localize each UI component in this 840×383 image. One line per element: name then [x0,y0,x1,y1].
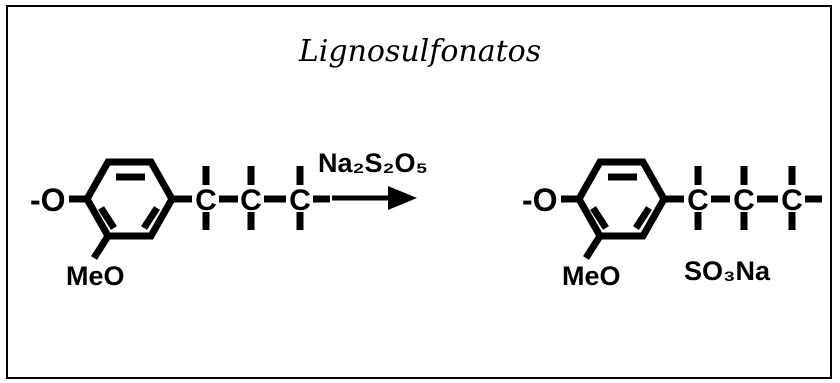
reactant-carbon-label: C [240,184,262,217]
reactant-ether-label: -O [30,182,66,218]
product-ring-double-bond [633,206,652,230]
product-ring-double-bond [590,206,609,230]
reagent-label: Na₂S₂O₅ [318,148,428,178]
diagram-title: Lignosulfonatos [298,34,542,69]
reactant-carbon-label: C [289,184,311,217]
product-methoxy-bond [583,234,603,260]
reaction-arrow-group: Na₂S₂O₅ [318,148,428,210]
reactant-ring-double-bond [98,206,117,230]
reaction-arrow-head [388,186,417,210]
reactant-methoxy-label: MeO [66,261,125,291]
product-methoxy-label: MeO [562,261,621,291]
reactant-carbon-label: C [195,184,217,217]
diagram-frame [6,5,832,379]
product-structure: -O MeO C C C SO₃Na [522,158,822,291]
product-sulfonate-label: SO₃Na [684,256,771,286]
reactant-methoxy-bond [91,234,111,260]
product-ether-label: -O [522,182,558,218]
product-benzene-ring [574,158,669,240]
product-carbon-label: C [781,184,803,217]
reactant-structure: -O MeO C C C [30,158,330,291]
product-carbon-label: C [687,184,709,217]
reactant-ring-double-bond [141,206,160,230]
reactant-benzene-ring [82,158,177,240]
product-carbon-label: C [733,184,755,217]
